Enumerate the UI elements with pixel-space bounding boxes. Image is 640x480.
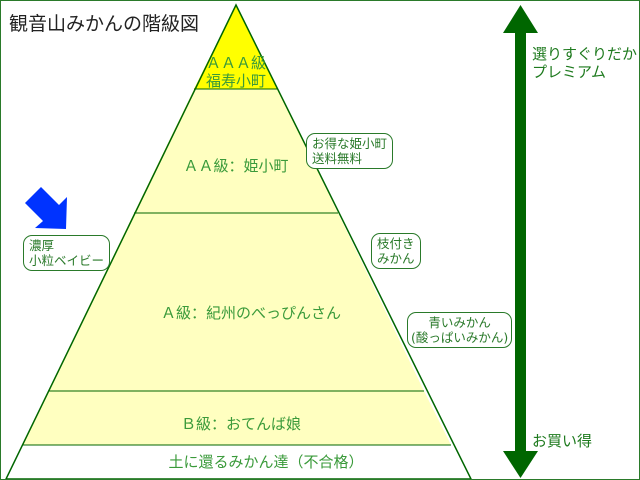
callout-text: 小粒ベイビー	[29, 253, 105, 268]
tier-a-shape	[48, 213, 424, 391]
page-title: 観音山みかんの階級図	[9, 13, 200, 35]
double-arrow-icon	[503, 5, 538, 478]
tier-aaa-shape	[194, 5, 278, 89]
callout-text: 枝付き	[377, 236, 415, 251]
callout-nouko: 濃厚 小粒ベイビー	[23, 235, 111, 271]
tier-a-label: Ａ級：紀州のべっぴんさん	[160, 304, 341, 322]
tier-aaa-label: ＡＡＡ級 福寿小町	[196, 54, 276, 90]
scale-top-label: 選りすぐりだから プレミアム	[532, 45, 639, 81]
callout-text: (酸っぱいみかん)	[411, 330, 509, 345]
callout-edaduki: 枝付き みかん	[371, 233, 421, 269]
scale-bottom-label: お買い得	[532, 432, 593, 450]
tier-aa-label: ＡＡ級：姫小町	[183, 157, 289, 175]
blue-arrow-icon	[25, 187, 67, 229]
tier-b-shape	[23, 391, 451, 445]
tier-aaa-grade: ＡＡＡ級	[205, 54, 266, 72]
callout-text: みかん	[377, 251, 415, 266]
callout-text: 青いみかん	[428, 315, 491, 330]
tier-aa-shape	[134, 89, 338, 213]
callout-text: 送料無料	[312, 151, 363, 166]
tier-b-label: Ｂ級：おてんば娘	[180, 415, 301, 433]
callout-text: お得な姫小町	[312, 136, 388, 151]
tier-reject-label: 土に還るみかん達（不合格）	[168, 453, 364, 471]
callout-text: 濃厚	[29, 238, 55, 253]
pyramid-outline	[5, 3, 472, 479]
scale-top-line: 選りすぐりだから	[532, 45, 639, 63]
tier-aaa-name: 福寿小町	[205, 72, 266, 90]
scale-top-line: プレミアム	[532, 63, 606, 81]
callout-hime: お得な姫小町 送料無料	[306, 133, 394, 169]
callout-aoi: 青いみかん (酸っぱいみかん)	[407, 312, 513, 348]
